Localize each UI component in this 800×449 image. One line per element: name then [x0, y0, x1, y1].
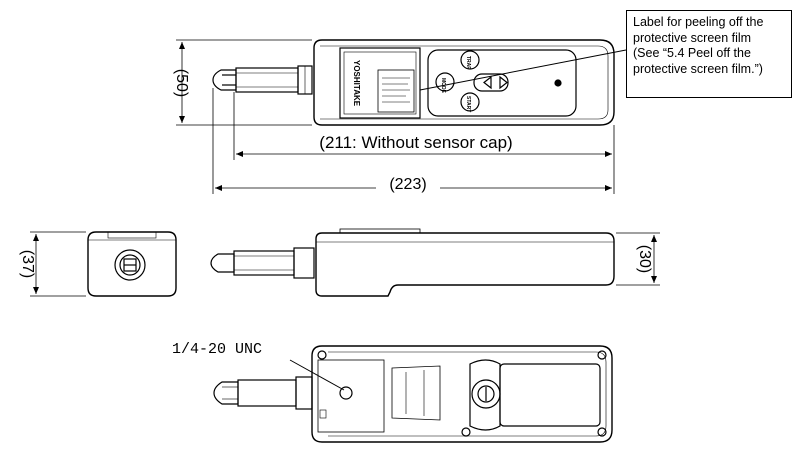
callout-leader-line	[419, 49, 627, 91]
front-dimensions	[176, 39, 615, 194]
device-body-front	[313, 39, 615, 126]
right-arrow-icon	[499, 75, 508, 90]
callout-line-4: protective screen film.”)	[633, 61, 763, 76]
dimension-length-total: (223)	[389, 176, 426, 193]
probe-shaft	[235, 67, 299, 93]
sticker-lines	[382, 77, 410, 103]
indicator-dot	[554, 79, 562, 87]
side-view	[210, 228, 615, 297]
arrow-button	[473, 73, 509, 92]
trap-button-label: TRAP	[465, 56, 471, 70]
trap-button	[460, 50, 480, 70]
end-dimensions	[30, 231, 86, 297]
dimension-height-front: (50)	[173, 69, 190, 97]
bottom-view	[213, 345, 613, 443]
peel-label-sticker	[377, 69, 415, 113]
dimension-length-without-cap: (211: Without sensor cap)	[319, 133, 512, 152]
side-dimensions	[616, 232, 660, 286]
tripod-mount-hole	[339, 386, 353, 400]
thread-spec-label: 1/4-20 UNC	[172, 341, 262, 358]
end-view	[87, 231, 177, 297]
dimension-thickness-side: (30)	[636, 245, 653, 273]
brand-logo: YOSHITAKE	[352, 60, 361, 107]
mode-button	[435, 72, 455, 92]
callout-line-2: protective screen film	[633, 30, 752, 45]
peel-label-callout: Label for peeling off the protective scr…	[626, 10, 792, 98]
start-button	[460, 92, 480, 112]
thread-leader-line	[289, 359, 345, 391]
dimension-height-end: (37)	[19, 250, 36, 278]
left-arrow-icon	[483, 75, 492, 90]
callout-line-3: (See “5.4 Peel off the	[633, 46, 751, 60]
start-button-label: START	[465, 96, 471, 112]
display-screen	[339, 47, 421, 119]
front-view	[212, 39, 615, 126]
button-panel	[427, 49, 577, 117]
probe-tip	[212, 69, 237, 91]
callout-line-1: Label for peeling off the	[633, 15, 764, 29]
